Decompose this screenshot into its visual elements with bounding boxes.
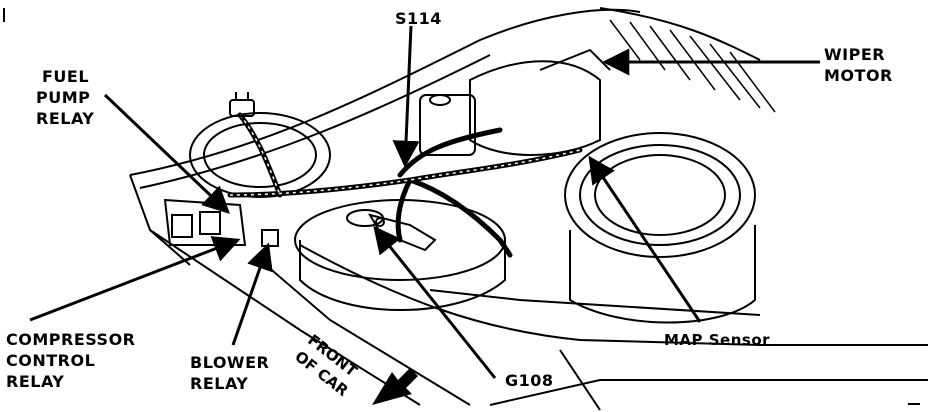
label-s114-text: S114 [395, 9, 442, 28]
arrow-compressor-relay [29, 236, 241, 322]
label-wiper-motor-line1: WIPER [824, 45, 886, 64]
label-blower-relay-line1: BLOWER [190, 353, 270, 372]
label-compressor-control-relay: COMPRESSOR CONTROL RELAY [6, 329, 136, 392]
front-direction-arrow [372, 368, 418, 405]
cowl-hatching [609, 19, 776, 113]
label-wiper-motor: WIPER MOTOR [824, 44, 893, 86]
label-map-sensor-text: MAP Sensor [664, 331, 771, 349]
label-fuel-pump-relay-line2: PUMP [36, 88, 91, 107]
label-fuel-pump-relay-line1: FUEL [42, 67, 90, 86]
right-strut-tower [564, 132, 756, 324]
label-compressor-line3: RELAY [6, 372, 65, 391]
label-g108: G108 [505, 370, 554, 391]
harness-stripes [229, 114, 581, 196]
leader-arrows [29, 25, 820, 379]
reservoir [419, 48, 611, 156]
arrow-blower-relay [231, 242, 273, 346]
label-compressor-line2: CONTROL [6, 351, 96, 370]
left-strut-tower [189, 112, 331, 198]
label-wiper-motor-line2: MOTOR [824, 66, 893, 85]
label-g108-text: G108 [505, 371, 554, 390]
label-blower-relay-line2: RELAY [190, 374, 249, 393]
label-blower-relay: BLOWER RELAY [190, 352, 269, 394]
arrow-fuel-pump-relay [103, 93, 230, 214]
edge-marks [3, 8, 920, 405]
label-s114: S114 [395, 8, 442, 29]
arrow-map-sensor [588, 155, 702, 323]
label-compressor-line1: COMPRESSOR [6, 330, 136, 349]
arrow-g108 [373, 225, 497, 379]
label-fuel-pump-relay: FUEL PUMP RELAY [36, 66, 94, 129]
car-body-outline [129, 7, 928, 411]
arrow-s114 [392, 25, 420, 168]
harness-connector [229, 92, 255, 117]
label-map-sensor: MAP Sensor [664, 330, 770, 351]
label-fuel-pump-relay-line3: RELAY [36, 109, 95, 128]
